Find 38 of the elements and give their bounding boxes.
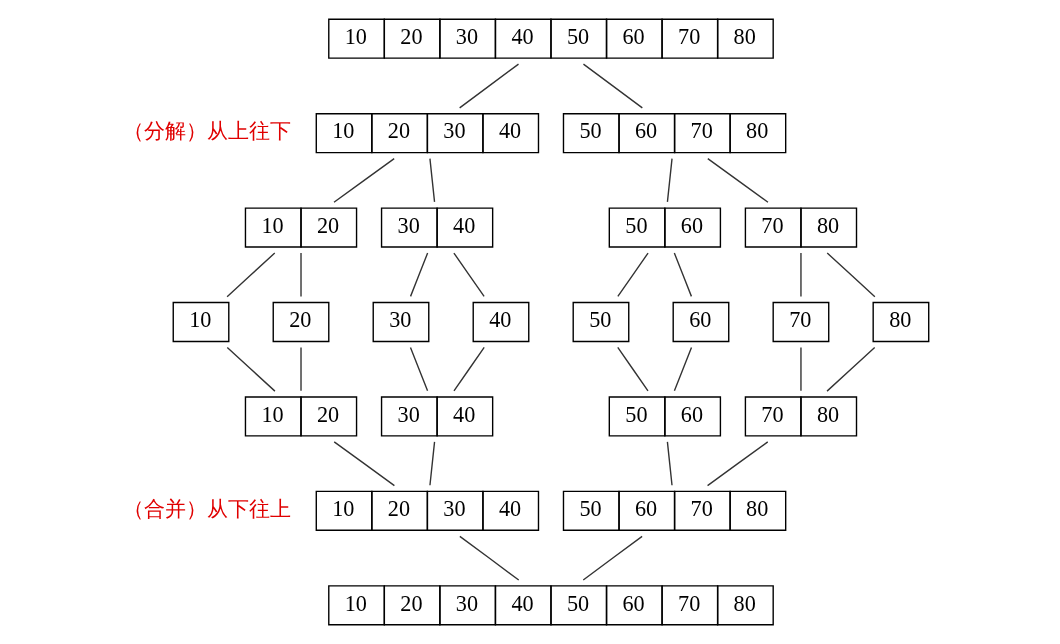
node-box: 50	[572, 301, 629, 343]
connector	[826, 252, 876, 298]
connector	[458, 535, 519, 581]
connector	[706, 441, 768, 487]
connector	[582, 63, 643, 109]
connector	[452, 252, 485, 298]
connector	[616, 346, 649, 392]
connector	[333, 441, 395, 487]
connector	[673, 346, 692, 392]
connector	[299, 252, 302, 298]
connector	[409, 252, 428, 298]
connector	[799, 346, 802, 392]
connector	[428, 157, 435, 203]
node-box: 40	[472, 301, 529, 343]
connector	[428, 441, 435, 486]
connector	[666, 157, 673, 203]
connector	[458, 63, 519, 109]
node-box: 70	[772, 301, 829, 343]
connector	[226, 346, 276, 392]
connector	[299, 346, 302, 392]
connector	[706, 157, 769, 203]
node-box: 20	[272, 301, 329, 343]
node-box: 30	[372, 301, 429, 343]
connector	[666, 441, 673, 486]
connector	[332, 157, 395, 203]
connector	[582, 535, 643, 581]
label: （分解）从上往下	[122, 118, 291, 143]
node-box: 80	[871, 301, 929, 343]
connector	[452, 346, 485, 392]
node-box: 10	[172, 301, 229, 343]
label: （合并）从下往上	[122, 496, 291, 521]
connector	[799, 252, 802, 298]
connector	[409, 346, 428, 392]
connector	[616, 252, 649, 298]
node-box: 60	[672, 301, 729, 343]
connector	[225, 252, 275, 298]
connector	[673, 252, 692, 298]
connector	[825, 346, 875, 392]
